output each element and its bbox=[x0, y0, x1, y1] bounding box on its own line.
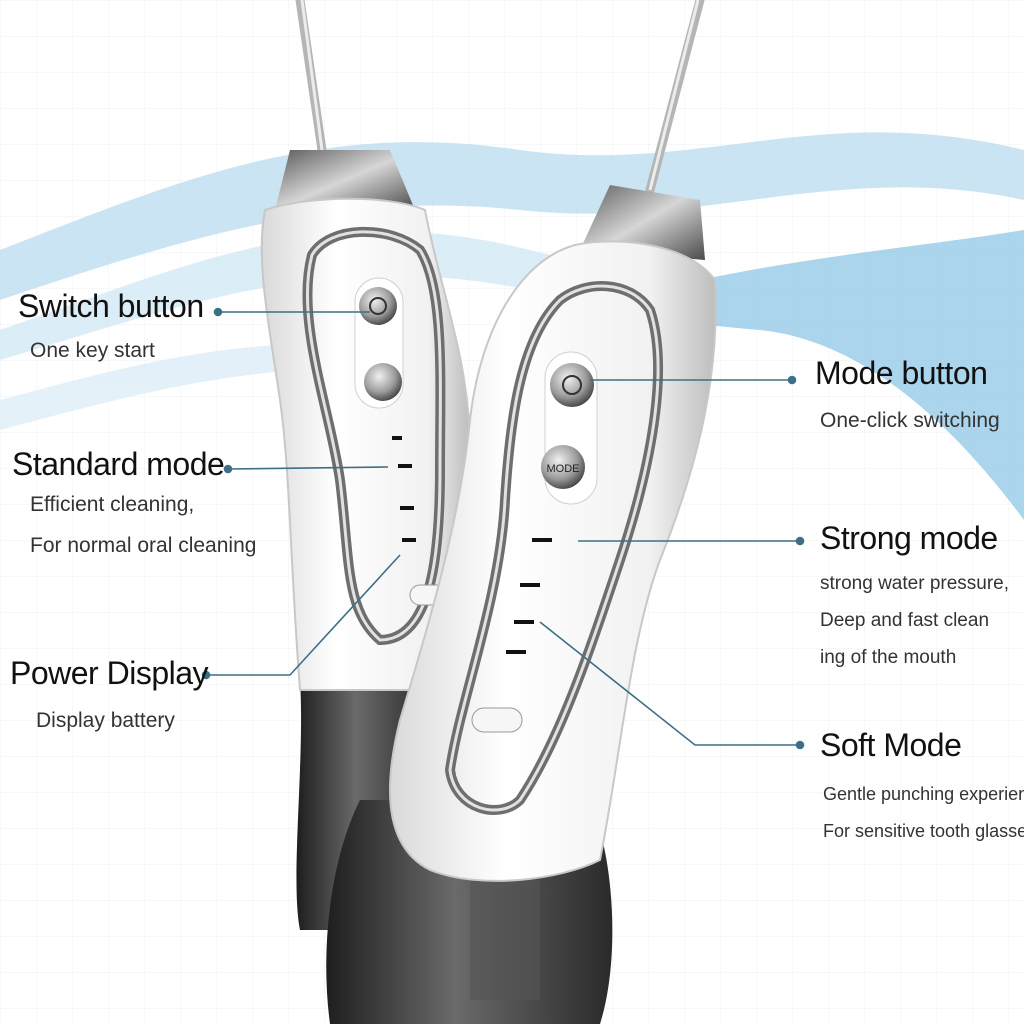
strong-mode-title: Strong mode bbox=[820, 520, 998, 556]
strong-mode-desc-line: Deep and fast clean bbox=[820, 610, 990, 631]
strong-mode-desc-line: ing of the mouth bbox=[820, 647, 957, 668]
power-display-title: Power Display bbox=[10, 655, 209, 691]
leader-lines bbox=[201, 307, 805, 750]
standard-mode-title: Standard mode bbox=[12, 446, 225, 482]
standard-mode-desc-line: For normal oral cleaning bbox=[30, 534, 257, 557]
leader-soft-mode bbox=[539, 621, 800, 746]
soft-mode-desc-line: Gentle punching experience bbox=[823, 784, 1024, 804]
power-display-desc-line: Display battery bbox=[36, 709, 175, 732]
mode-button-desc-line: One-click switching bbox=[820, 409, 1000, 432]
standard-mode-desc-line: Efficient cleaning, bbox=[30, 493, 195, 516]
strong-mode-desc: strong water pressure, Deep and fast cle… bbox=[820, 565, 1009, 676]
leader-power-display bbox=[206, 554, 401, 676]
soft-mode-desc: Gentle punching experience For sensitive… bbox=[823, 776, 1024, 850]
mode-key-label: MODE bbox=[547, 463, 580, 475]
mode-button-desc: One-click switching bbox=[820, 402, 1000, 439]
mode-button-title: Mode button bbox=[815, 355, 988, 391]
flosser-right: MODE bbox=[326, 0, 717, 1024]
soft-mode-desc-line: For sensitive tooth glasses bbox=[823, 821, 1024, 841]
switch-button-title: Switch button bbox=[18, 288, 204, 324]
strong-mode-desc-line: strong water pressure, bbox=[820, 573, 1010, 594]
leader-standard-mode bbox=[227, 466, 389, 470]
soft-mode-title: Soft Mode bbox=[820, 727, 962, 763]
power-display-desc: Display battery bbox=[36, 702, 175, 739]
standard-mode-desc: Efficient cleaning, For normal oral clea… bbox=[30, 486, 256, 564]
switch-button-desc-line: One key start bbox=[30, 339, 155, 362]
switch-button-desc: One key start bbox=[30, 332, 155, 369]
